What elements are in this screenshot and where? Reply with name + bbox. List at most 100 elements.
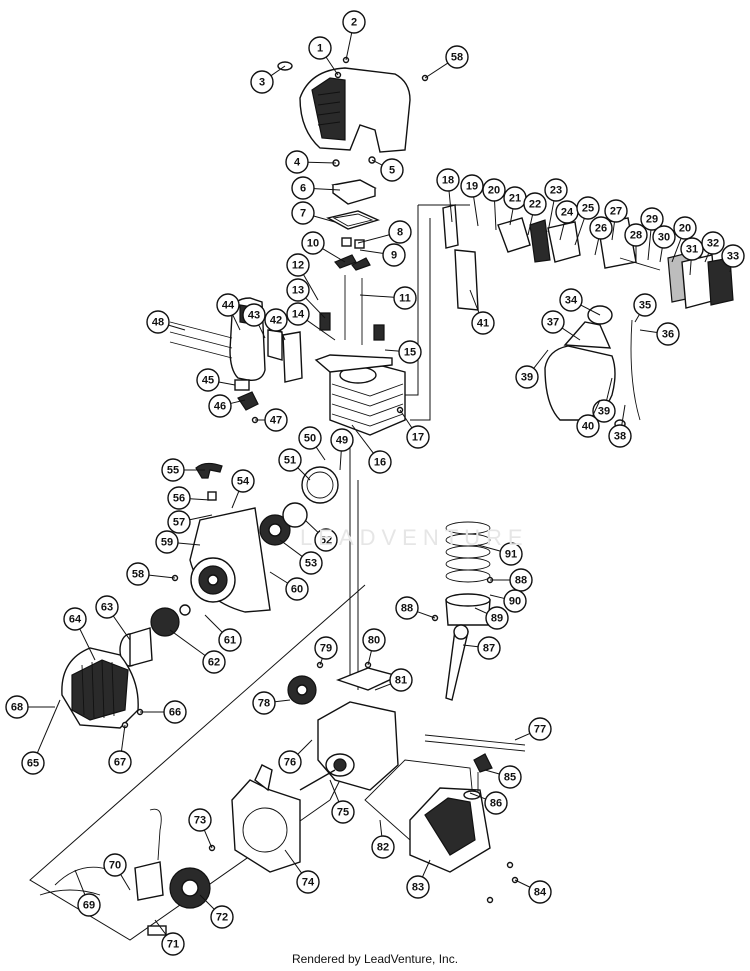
callout-number: 29 — [646, 214, 658, 226]
callout-bubble — [291, 201, 315, 225]
callout-76: 76 — [278, 739, 313, 774]
leader-line — [315, 446, 326, 461]
leader-line — [148, 574, 176, 579]
callout-81: 81 — [374, 668, 413, 692]
leader-line — [322, 248, 346, 263]
callout-90: 90 — [489, 589, 527, 613]
leader-line — [659, 247, 663, 263]
leader-line — [359, 249, 384, 254]
callout-14: 14 — [286, 302, 336, 341]
callout-number: 78 — [258, 698, 270, 710]
leader-line — [230, 399, 246, 404]
callout-number: 15 — [404, 347, 416, 359]
leader-line — [689, 259, 692, 276]
leader-line — [232, 314, 241, 331]
callout-number: 23 — [550, 185, 562, 197]
leader-line — [120, 724, 126, 752]
callout-number: 40 — [582, 421, 594, 433]
leader-line — [509, 208, 514, 226]
callout-number: 16 — [374, 457, 386, 469]
callout-number: 85 — [504, 772, 516, 784]
clutch-assembly — [61, 604, 191, 729]
callout-number: 34 — [565, 295, 578, 307]
callout-number: 20 — [679, 223, 691, 235]
callout-1: 1 — [308, 36, 339, 76]
leader-line — [218, 381, 236, 386]
callout-22: 22 — [523, 192, 547, 236]
callout-11: 11 — [359, 286, 417, 310]
callout-50: 50 — [298, 426, 326, 461]
callout-number: 30 — [658, 232, 670, 244]
leader-line — [169, 629, 206, 656]
callout-number: 73 — [194, 815, 206, 827]
callout-bubble — [701, 231, 725, 255]
leader-line — [36, 699, 61, 754]
leader-line — [284, 849, 302, 874]
watermark-text: LEADVENTURE — [300, 525, 529, 550]
callout-number: 10 — [307, 238, 319, 250]
callout-number: 26 — [595, 223, 607, 235]
callout-bubble — [285, 150, 309, 174]
callout-bubble — [484, 791, 508, 815]
callout-bubble — [633, 293, 657, 317]
callout-bubble — [331, 800, 355, 824]
callout-47: 47 — [255, 408, 288, 432]
leader-line — [477, 544, 501, 552]
callout-45: 45 — [196, 368, 236, 392]
callout-bubble — [499, 542, 523, 566]
callout-44: 44 — [216, 293, 241, 331]
callout-bubble — [291, 176, 315, 200]
leader-line — [580, 304, 601, 316]
callout-bubble — [371, 835, 395, 859]
callout-number: 58 — [451, 52, 463, 64]
leader-line — [606, 377, 613, 401]
callout-bubble — [218, 628, 242, 652]
callout-number: 1 — [317, 43, 323, 55]
leader-line — [367, 650, 372, 666]
callout-number: 89 — [491, 613, 503, 625]
callout-bubble — [592, 399, 616, 423]
callout-78: 78 — [252, 691, 291, 715]
callout-number: 44 — [222, 300, 235, 312]
callout-43: 43 — [242, 303, 266, 339]
callout-35: 35 — [633, 293, 657, 323]
callout-number: 35 — [639, 300, 651, 312]
callout-number: 83 — [412, 882, 424, 894]
leader-line — [469, 792, 486, 800]
leader-line — [634, 314, 640, 323]
callout-bubble — [640, 207, 664, 231]
callout-48: 48 — [146, 310, 186, 334]
callout-49: 49 — [330, 428, 354, 471]
leader-line — [422, 859, 431, 878]
callout-number: 63 — [101, 602, 113, 614]
callout-number: 13 — [292, 285, 304, 297]
callout-bubble — [146, 310, 170, 334]
callout-25: 25 — [574, 196, 600, 246]
callout-46: 46 — [208, 394, 246, 418]
callout-bubble — [528, 880, 552, 904]
callout-number: 61 — [224, 635, 236, 647]
callout-number: 24 — [561, 207, 574, 219]
callout-bubble — [559, 288, 583, 312]
leader-line — [621, 404, 626, 426]
callout-number: 12 — [292, 260, 304, 272]
callout-bubble — [389, 668, 413, 692]
callout-number: 69 — [83, 900, 95, 912]
leader-line — [79, 628, 96, 661]
callout-bubble — [242, 303, 266, 327]
leader-line — [329, 779, 340, 802]
callout-number: 74 — [302, 877, 315, 889]
callout-72: 72 — [199, 894, 234, 929]
callout-74: 74 — [284, 849, 320, 894]
callout-number: 32 — [707, 238, 719, 250]
leader-line — [561, 327, 581, 341]
callout-number: 36 — [662, 329, 674, 341]
leader-line — [462, 644, 479, 648]
callout-bubble — [576, 414, 600, 438]
leader-line — [270, 65, 286, 77]
leader-line — [297, 467, 311, 481]
callout-bubble — [498, 765, 522, 789]
callout-bubble — [155, 530, 179, 554]
callout-bubble — [103, 853, 127, 877]
leader-line — [647, 229, 652, 261]
